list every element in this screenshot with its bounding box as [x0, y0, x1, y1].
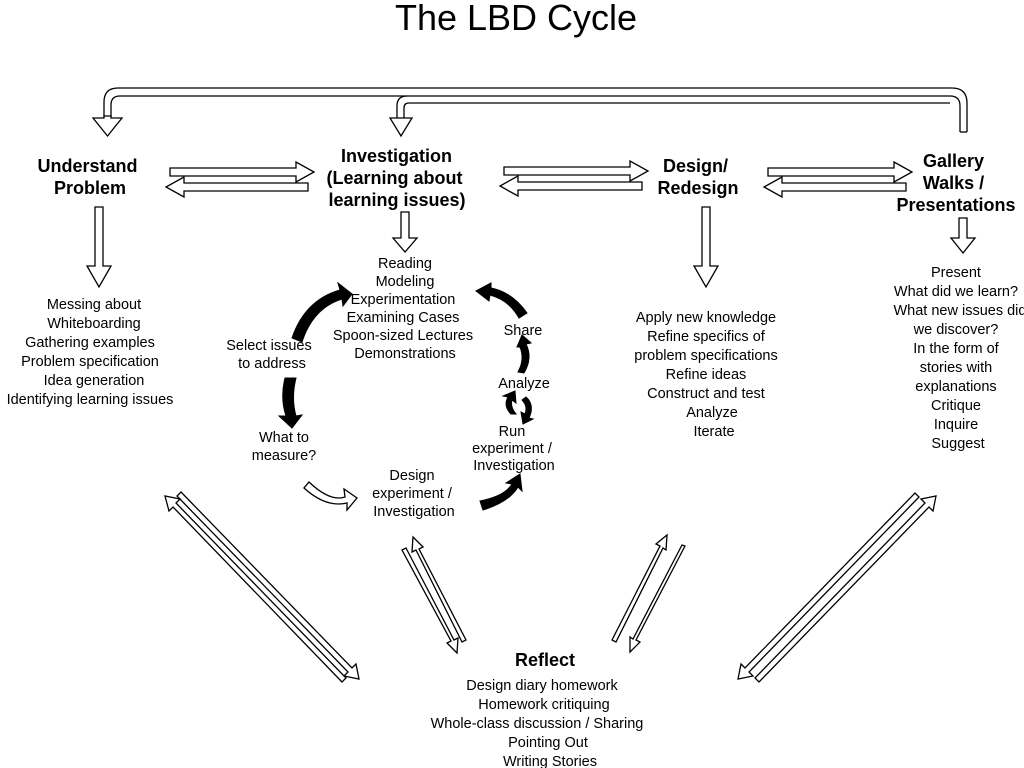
cycle-label-analyze: Analyze — [498, 376, 550, 392]
down-arrow-design — [692, 206, 720, 289]
stage-investigation: Investigation (Learning about learning i… — [326, 146, 467, 210]
cycle-label-what-to-measure: What to measure? — [252, 430, 316, 464]
cycle-label-share: Share — [504, 323, 543, 339]
list-gallery: Present What did we learn? What new issu… — [893, 265, 1024, 452]
stage-reflect: Reflect — [515, 650, 575, 670]
list-understand: Messing about Whiteboarding Gathering ex… — [7, 297, 174, 408]
stage-understand-problem: Understand Problem — [37, 156, 142, 198]
feedback-loop-arrow — [91, 87, 968, 138]
cycle-arrow-to-reading — [291, 281, 353, 343]
cycle-label-run-experiment: Run experiment / Investigation — [472, 424, 556, 474]
list-design: Apply new knowledge Refine specifics of … — [634, 310, 782, 440]
down-arrow-understand — [85, 206, 113, 289]
stage-gallery-walks: Gallery Walks / Presentations — [896, 151, 1015, 215]
cycle-label-select-issues: Select issues to address — [226, 338, 315, 372]
cycle-arrow-select-to-measure — [277, 377, 304, 429]
list-reflect: Design diary homework Homework critiquin… — [431, 678, 648, 768]
double-arrow-design-gallery — [762, 160, 914, 199]
down-arrow-investigation — [391, 211, 419, 253]
double-arrow-investigation-design — [498, 159, 650, 198]
feedback-arrowhead-investigation — [388, 117, 414, 138]
cycle-arrow-run-to-analyze-right — [520, 396, 535, 425]
cycle-arrow-run-to-analyze-left — [501, 390, 518, 415]
cycle-arrow-share-to-reading — [475, 282, 528, 319]
diagram-title: The LBD Cycle — [395, 0, 637, 38]
cycle-label-design-experiment: Design experiment / Investigation — [372, 468, 456, 520]
double-arrow-design-reflect — [611, 533, 686, 654]
cycle-arrow-measure-to-design — [303, 481, 358, 512]
double-arrow-understand-investigation — [164, 160, 316, 199]
double-arrow-investigation-reflect — [401, 535, 467, 655]
cycle-arrow-design-to-run — [479, 473, 523, 511]
feedback-arrowhead-understand — [91, 115, 124, 138]
double-arrow-understand-reflect — [164, 491, 360, 683]
double-arrow-gallery-reflect — [737, 492, 937, 683]
list-investigation: Reading Modeling Experimentation Examini… — [333, 256, 477, 362]
cycle-arrow-analyze-to-share — [516, 334, 533, 374]
stage-design-redesign: Design/ Redesign — [657, 156, 738, 198]
down-arrow-gallery — [949, 217, 977, 255]
